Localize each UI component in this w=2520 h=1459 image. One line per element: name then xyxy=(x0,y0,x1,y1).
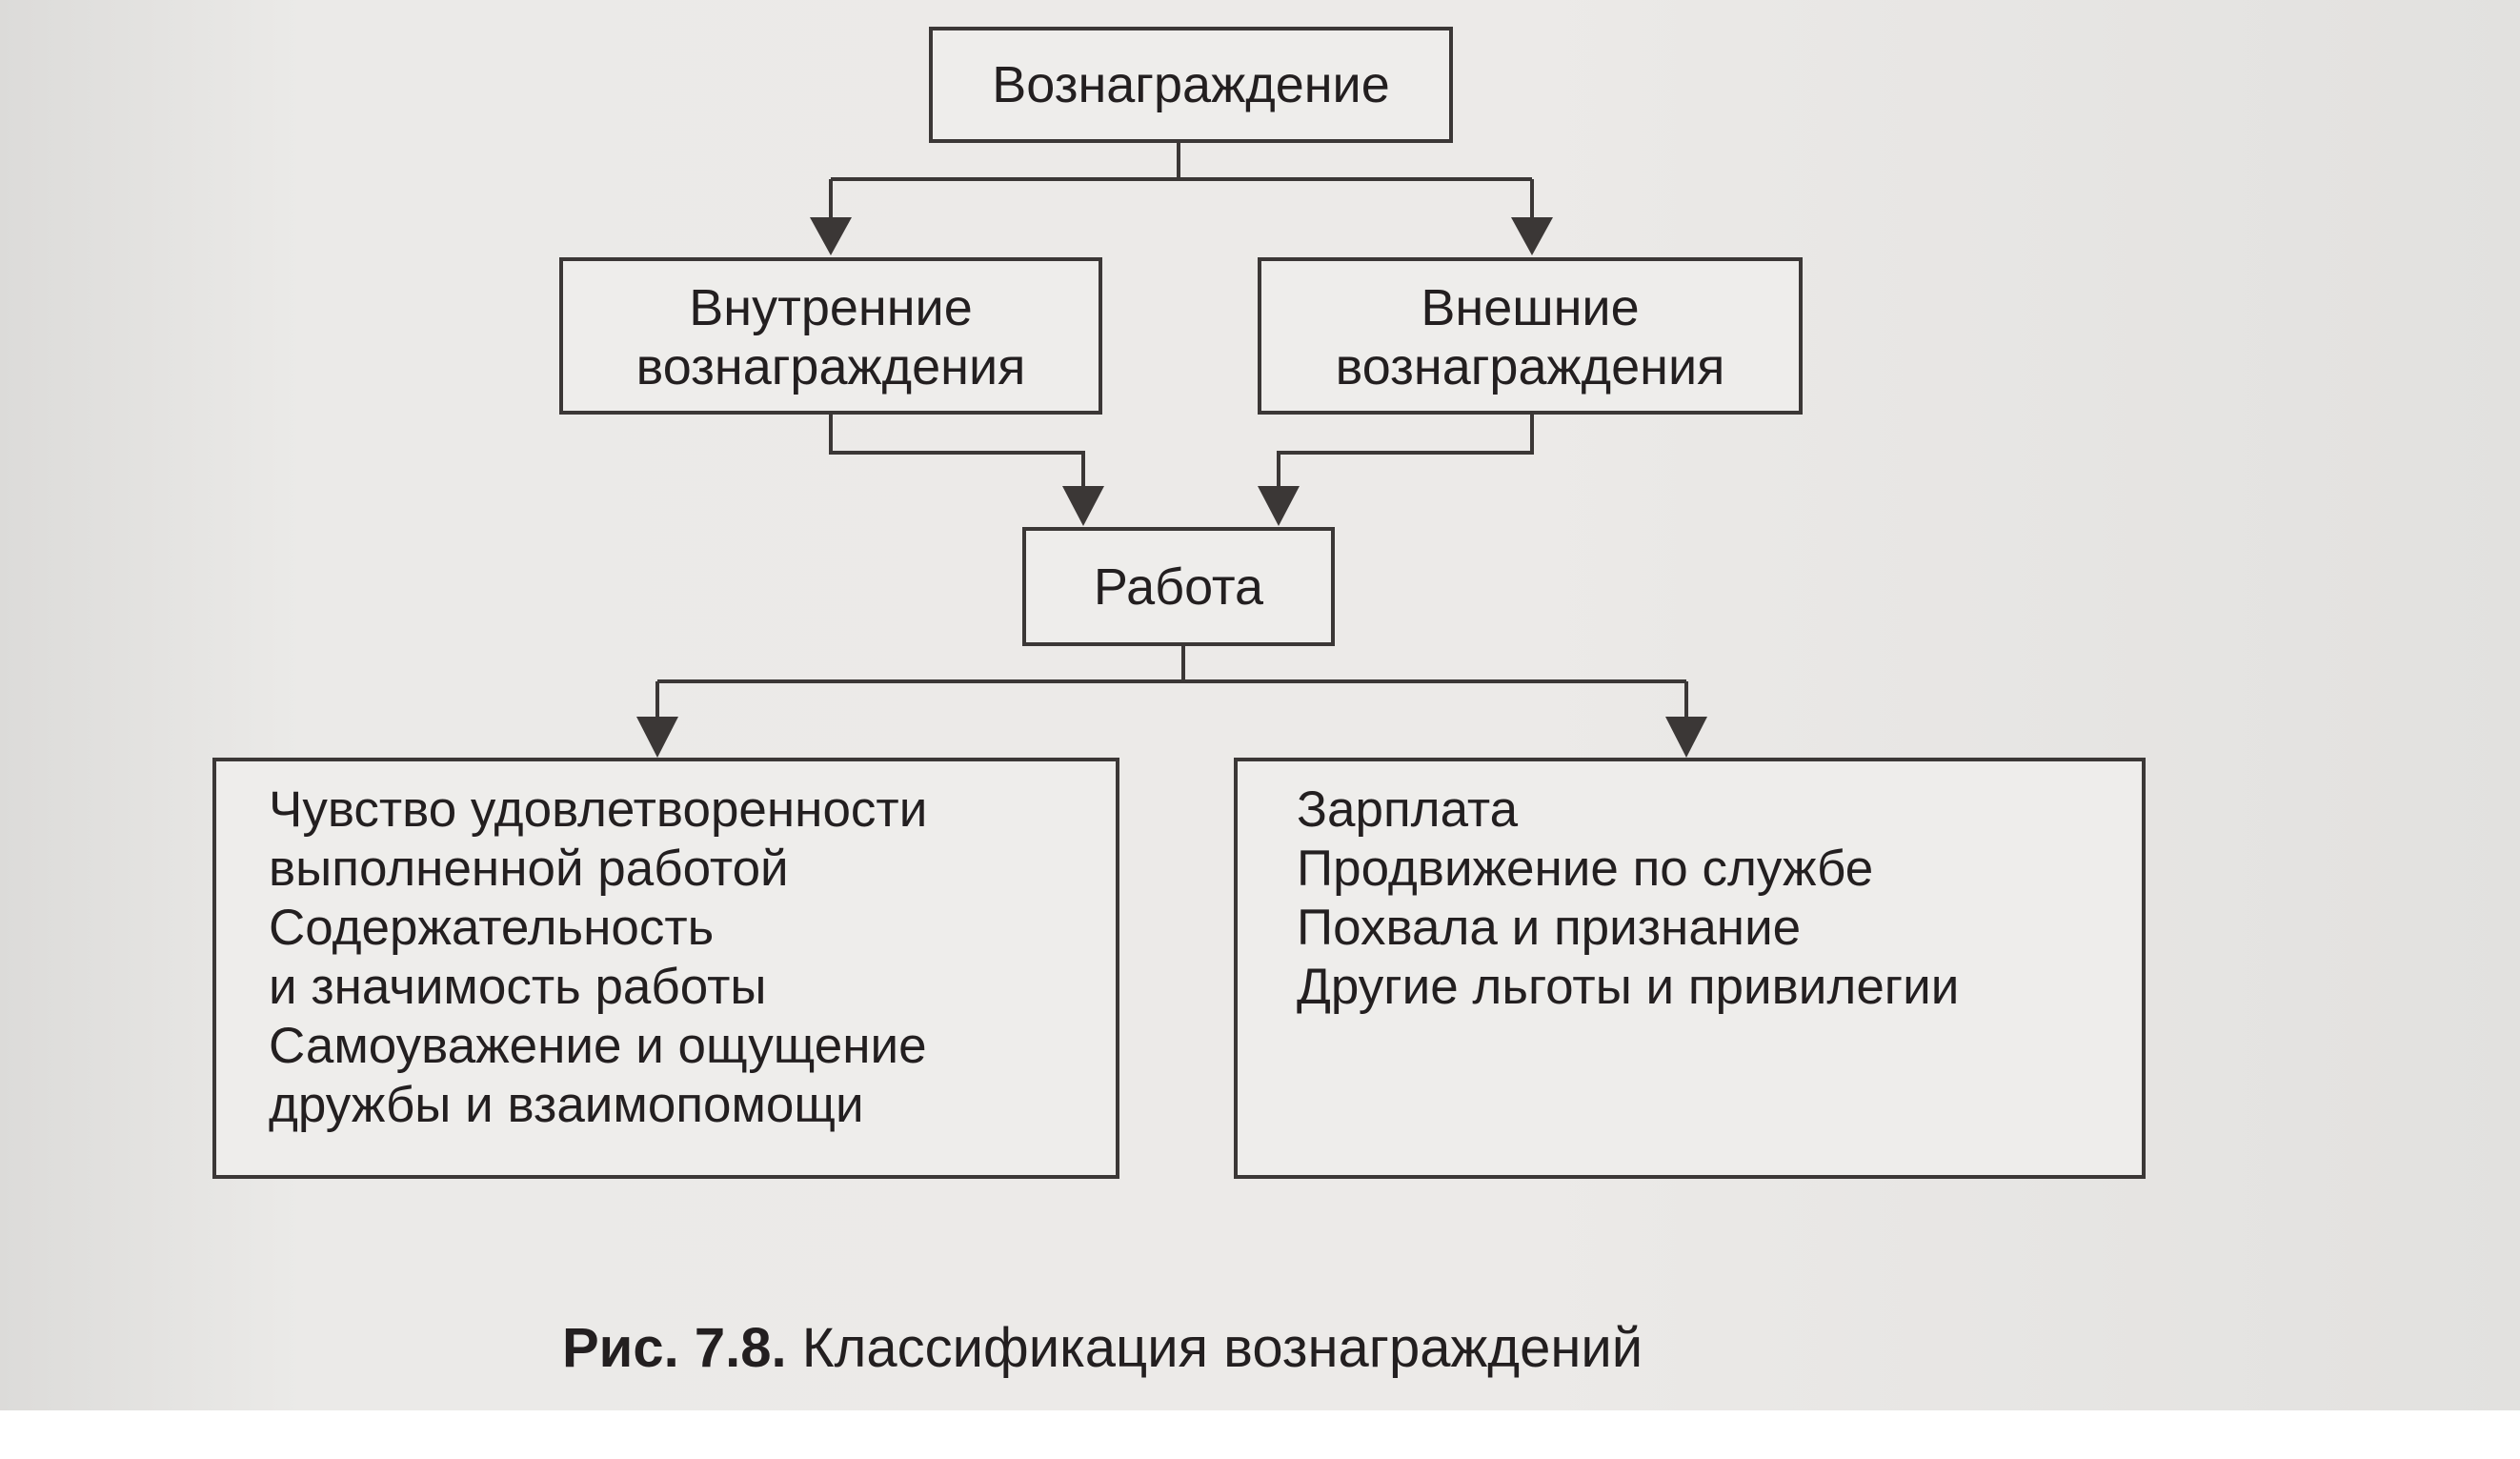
figure-caption: Рис. 7.8. Классификация вознаграждений xyxy=(562,1315,1643,1382)
node-internal-line-1: Внутренние xyxy=(689,279,973,336)
node-internal-rewards: Внутренние вознаграждения xyxy=(559,257,1102,415)
figure-title: Классификация вознаграждений xyxy=(801,1317,1643,1379)
node-reward-label: Вознаграждение xyxy=(992,56,1390,113)
edge-internal-to-work xyxy=(829,415,1085,486)
figure-number: Рис. 7.8. xyxy=(562,1317,787,1379)
edge-reward-split xyxy=(831,143,1532,181)
internal-list-item: Самоуважение и ощущение xyxy=(269,1018,927,1074)
node-work-label: Работа xyxy=(1093,558,1264,616)
node-external-line-1: Внешние xyxy=(1421,279,1640,336)
arrowhead-external xyxy=(1511,217,1553,255)
edge-work-split xyxy=(657,646,1686,683)
node-external-rewards: Внешние вознаграждения xyxy=(1258,257,1803,415)
internal-list-item: выполненной работой xyxy=(269,841,789,897)
external-list-item: Зарплата xyxy=(1297,781,1519,838)
internal-list-item: и значимость работы xyxy=(269,959,767,1015)
diagram-page: Вознаграждение Внутренние вознаграждения… xyxy=(0,0,2520,1410)
arrowhead-internal-list xyxy=(636,717,678,758)
node-internal-line-2: вознаграждения xyxy=(635,338,1026,395)
node-external-line-2: вознаграждения xyxy=(1335,338,1725,395)
external-list-item: Другие льготы и привилегии xyxy=(1297,959,1960,1015)
external-list-item: Продвижение по службе xyxy=(1297,841,1874,897)
arrowhead-work-left xyxy=(1062,486,1104,526)
node-work: Работа xyxy=(1022,527,1335,646)
external-list-item: Похвала и признание xyxy=(1297,900,1802,956)
internal-list-item: Содержательность xyxy=(269,900,715,956)
arrowhead-internal xyxy=(810,217,852,255)
external-rewards-list: Зарплата Продвижение по службе Похвала и… xyxy=(1234,758,2146,1179)
node-reward: Вознаграждение xyxy=(929,27,1453,143)
internal-list-item: Чувство удовлетворенности xyxy=(269,781,928,838)
internal-list-item: дружбы и взаимопомощи xyxy=(269,1077,864,1133)
arrowhead-work-right xyxy=(1258,486,1300,526)
connector-lines xyxy=(636,143,1707,758)
edge-external-to-work xyxy=(1277,415,1534,486)
arrowhead-external-list xyxy=(1665,717,1707,758)
internal-rewards-list: Чувство удовлетворенности выполненной ра… xyxy=(212,758,1119,1179)
